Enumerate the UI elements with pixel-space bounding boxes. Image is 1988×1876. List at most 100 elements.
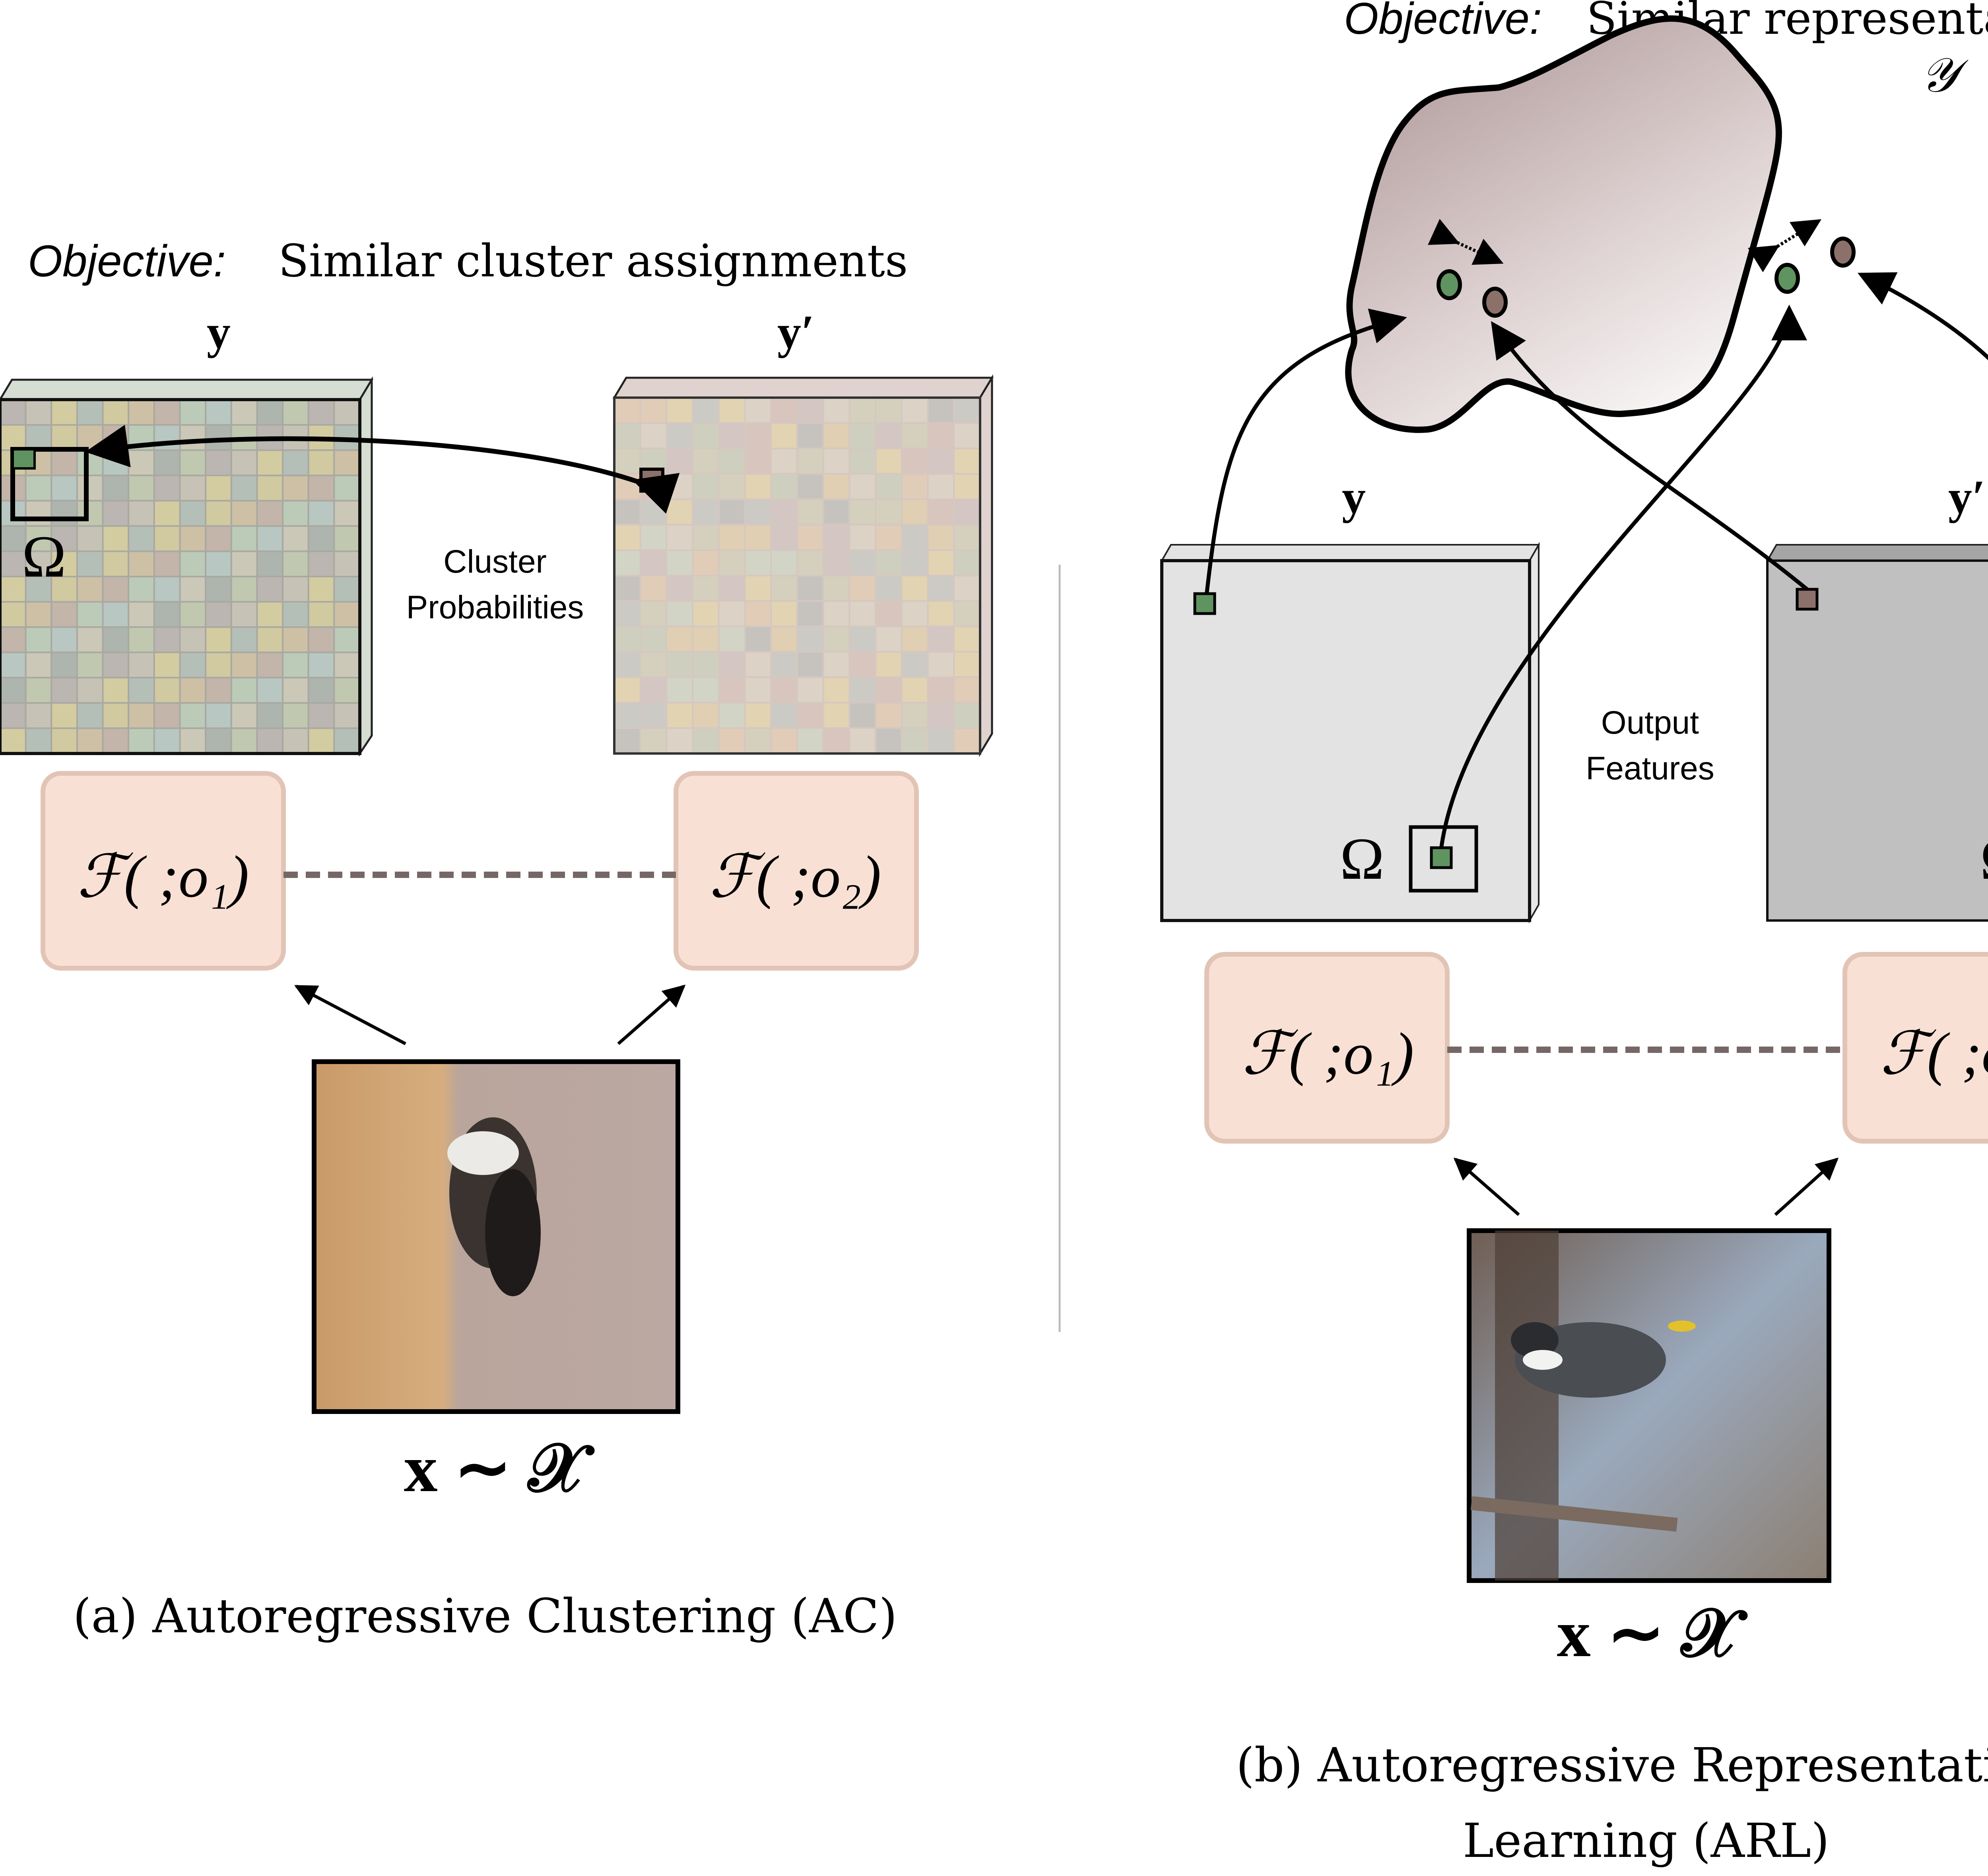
grid-cell <box>822 600 850 627</box>
grid-cell <box>333 474 361 502</box>
grid-cell <box>822 549 850 577</box>
grid-cell <box>875 600 903 627</box>
grid-cell <box>333 500 361 527</box>
grid-cell <box>205 399 232 426</box>
grid-cell <box>744 473 772 500</box>
grid-cell <box>282 601 309 628</box>
grid-cell <box>953 676 981 704</box>
grid-cell <box>50 626 78 653</box>
grid-cell <box>50 651 78 679</box>
grid-cell <box>613 575 641 602</box>
grid-cell <box>205 500 232 527</box>
grid-cell <box>953 524 981 551</box>
grid-cell <box>848 575 877 602</box>
grid-cell <box>205 727 232 755</box>
grid-cell <box>256 525 284 552</box>
grid-cell <box>0 550 27 578</box>
grid-cell <box>25 651 52 679</box>
grid-cell <box>102 550 130 578</box>
grid-cell <box>25 474 52 502</box>
grid-cell <box>718 727 746 754</box>
grid-cell <box>25 601 52 628</box>
grid-cell <box>927 600 955 627</box>
caption-b-line2: Learning (ARL) <box>1463 1813 1829 1868</box>
grid-cell <box>613 702 641 729</box>
grid-cell <box>76 677 104 704</box>
grid-cell <box>307 449 335 476</box>
grid-cell <box>770 702 798 729</box>
grid-cell <box>179 702 207 729</box>
y-label: y <box>207 305 231 358</box>
grid-cell <box>875 447 903 475</box>
function-label-o2: ℱ( ;o₂) <box>709 844 881 910</box>
grid-cell <box>128 550 155 578</box>
caption-b-line1: (b) Autoregressive Representation <box>1236 1738 1988 1792</box>
grid-cell <box>822 498 850 526</box>
grid-cell <box>796 651 824 678</box>
grid-cell <box>927 397 955 424</box>
grid-cell <box>796 702 824 729</box>
grid-cell <box>718 575 746 602</box>
grid-cell <box>901 524 929 551</box>
input-arrow-left <box>294 985 406 1045</box>
grid-cell <box>848 549 877 577</box>
grid-cell <box>927 625 955 653</box>
grid-cell <box>128 727 155 755</box>
grid-cell <box>128 474 155 502</box>
grid-cell <box>613 447 641 475</box>
grid-cell <box>0 702 27 729</box>
grid-cell <box>230 727 258 755</box>
grid-cell <box>50 601 78 628</box>
grid-cell <box>153 727 181 755</box>
grid-cell <box>153 449 181 476</box>
grid-cell <box>692 651 720 678</box>
grid-cell <box>770 447 798 475</box>
grid-cell <box>666 676 694 704</box>
green-pixel-corner <box>1193 592 1216 615</box>
grid-cell <box>153 500 181 527</box>
grid-cell <box>76 651 104 679</box>
green-pixel <box>12 448 36 470</box>
grid-cell <box>718 549 746 577</box>
grid-cell <box>953 575 981 602</box>
grid-cell <box>128 601 155 628</box>
grid-cell <box>744 727 772 754</box>
objective-prefix: Objective: <box>1344 0 1542 43</box>
grid-cell <box>822 702 850 729</box>
grid-cell <box>744 575 772 602</box>
green-pixel-omega <box>1430 846 1453 869</box>
grid-cell <box>282 727 309 755</box>
grid-cell <box>613 676 641 704</box>
grid-cell <box>333 727 361 755</box>
grid-cell <box>901 625 929 653</box>
grid-cell <box>744 625 772 653</box>
grid-cell <box>307 399 335 426</box>
grid-cell <box>282 576 309 603</box>
grid-cell <box>282 399 309 426</box>
grid-cell <box>282 449 309 476</box>
grid-cell <box>770 498 798 526</box>
grid-cell <box>875 473 903 500</box>
grid-cell <box>76 550 104 578</box>
grid-cell <box>205 677 232 704</box>
grid-cell <box>613 727 641 754</box>
input-label: x ∼ 𝒳 <box>1557 1596 1748 1671</box>
grid-cell <box>153 677 181 704</box>
grid-cell <box>901 473 929 500</box>
grid-cell <box>770 397 798 424</box>
grid-cell <box>927 702 955 729</box>
input-arrow-left <box>1453 1157 1520 1216</box>
grid-cell <box>639 575 668 602</box>
grid-cell <box>666 473 694 500</box>
grid-cell <box>901 651 929 678</box>
grid-cell <box>901 702 929 729</box>
grid-cell <box>927 575 955 602</box>
y-prime-label: y′ <box>777 305 815 358</box>
grid-cell <box>50 500 78 527</box>
grid-cell <box>179 449 207 476</box>
grid-cell <box>796 397 824 424</box>
grid-cell <box>256 626 284 653</box>
grid-cell <box>875 727 903 754</box>
caption-a: (a) Autoregressive Clustering (AC) <box>73 1589 897 1643</box>
